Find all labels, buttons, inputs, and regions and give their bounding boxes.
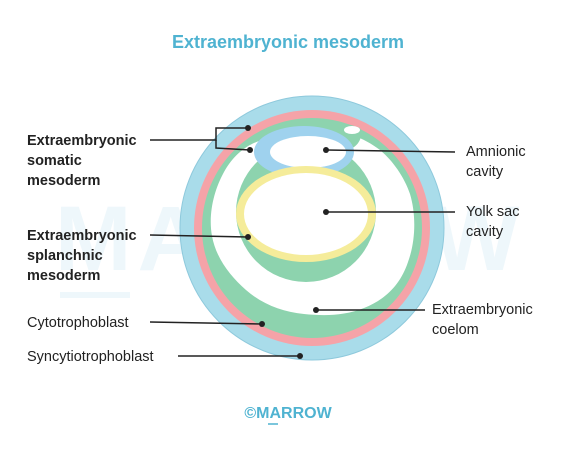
- label-extraembryonic-coelom: Extraembryonic coelom: [432, 302, 537, 338]
- dot-somatic-2: [247, 147, 253, 153]
- label-amnionic-cavity: Amnionic cavity: [466, 144, 530, 180]
- label-splanchnic-line1: Extraembryonic: [27, 228, 137, 244]
- dot-somatic: [245, 125, 251, 131]
- label-somatic-line2: somatic: [27, 153, 82, 169]
- label-syncytiotrophoblast: Syncytiotrophoblast: [27, 349, 154, 365]
- yolk-sac-cavity: [244, 173, 368, 255]
- leader-somatic-2: [215, 140, 251, 151]
- label-amnionic-line2: cavity: [466, 164, 504, 180]
- watermark-underline: [60, 292, 130, 298]
- label-coelom-line2: coelom: [432, 322, 479, 338]
- brand-name: MARROW: [256, 405, 332, 422]
- label-splanchnic-line3: mesoderm: [27, 268, 100, 284]
- brand-symbol: ©: [244, 405, 256, 422]
- label-coelom-line1: Extraembryonic: [432, 302, 533, 318]
- leader-amnionic: [325, 149, 456, 153]
- leader-splanchnic: [149, 234, 249, 238]
- leader-somatic: [150, 127, 248, 141]
- label-amnionic-line1: Amnionic: [466, 144, 526, 160]
- leader-cytotrophoblast: [149, 321, 263, 325]
- dot-amnionic: [323, 147, 329, 153]
- dot-cytotrophoblast: [259, 321, 265, 327]
- label-splanchnic-line2: splanchnic: [27, 248, 103, 264]
- coelom-gap: [344, 126, 360, 134]
- dot-coelom: [313, 307, 319, 313]
- label-somatic-line1: Extraembryonic: [27, 133, 137, 149]
- label-somatic-line3: mesoderm: [27, 173, 100, 189]
- label-yolk-line2: cavity: [466, 224, 504, 240]
- label-splanchnic-mesoderm: Extraembryonic splanchnic mesoderm: [27, 228, 141, 284]
- dot-yolk: [323, 209, 329, 215]
- label-yolk-line1: Yolk sac: [466, 204, 519, 220]
- dot-syncytiotrophoblast: [297, 353, 303, 359]
- dot-splanchnic: [245, 234, 251, 240]
- brand-logo: ©MARROW: [244, 405, 332, 422]
- amnionic-cavity: [270, 136, 346, 168]
- label-yolk-sac-cavity: Yolk sac cavity: [466, 204, 524, 240]
- label-cytotrophoblast: Cytotrophoblast: [27, 315, 129, 331]
- label-somatic-mesoderm: Extraembryonic somatic mesoderm: [27, 133, 141, 189]
- diagram-title: Extraembryonic mesoderm: [172, 32, 404, 52]
